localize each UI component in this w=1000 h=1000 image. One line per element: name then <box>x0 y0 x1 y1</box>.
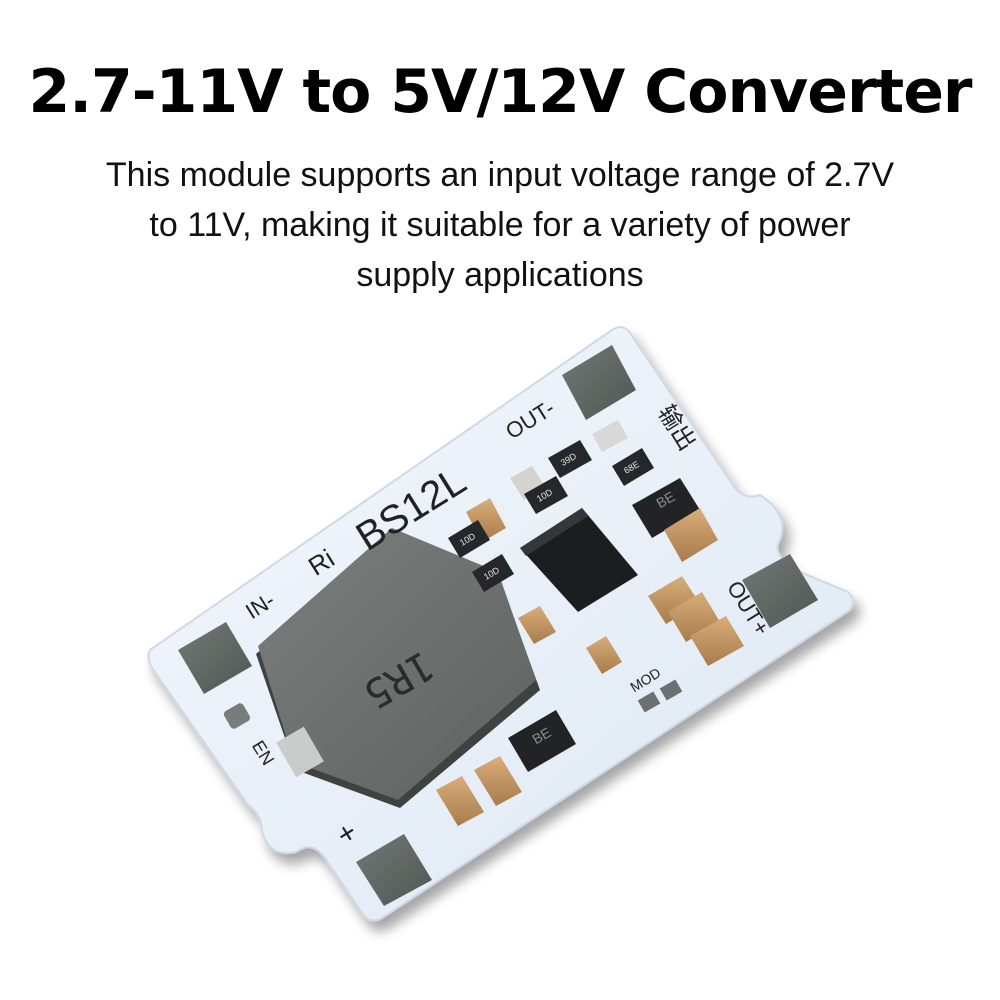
pad-mod-2 <box>659 679 683 701</box>
page-title: 2.7-11V to 5V/12V Converter <box>28 57 972 127</box>
diode-2 <box>508 710 576 772</box>
pad-plus <box>356 834 432 906</box>
description-line-2: to 11V, making it suitable for a variety… <box>149 206 851 244</box>
capacitor-1 <box>466 498 506 542</box>
inductor: 1R5 <box>256 528 540 808</box>
resistor-5 <box>472 554 514 592</box>
diodes: BE BE <box>508 478 700 772</box>
pad-in-minus <box>178 622 252 694</box>
capacitor-9 <box>474 756 522 806</box>
description-line-3: supply applications <box>356 256 644 294</box>
capacitor-7 <box>586 636 622 674</box>
resistor-6 <box>592 420 628 452</box>
resistors: 39D 10D 68E 10D 10D <box>448 420 654 592</box>
resistor-4 <box>448 520 490 558</box>
resistor-1 <box>548 440 592 478</box>
capacitor-8 <box>436 776 484 826</box>
diode-1 <box>632 478 700 538</box>
capacitor-5 <box>690 616 744 666</box>
description-line-1: This module supports an input voltage ra… <box>105 156 895 194</box>
capacitors <box>436 466 744 826</box>
resistor-3 <box>612 448 654 486</box>
product-description: This module supports an input voltage ra… <box>70 150 930 300</box>
capacitor-3 <box>648 576 700 624</box>
pad-enable <box>223 703 251 729</box>
pad-out-plus <box>742 554 818 628</box>
ic-chip <box>520 508 638 612</box>
pad-out-minus <box>562 345 636 420</box>
pad-mod-1 <box>637 691 661 713</box>
capacitor-6 <box>518 606 556 644</box>
solder-pads <box>178 345 818 906</box>
resistor-2 <box>524 476 568 514</box>
capacitor-2 <box>664 508 718 562</box>
